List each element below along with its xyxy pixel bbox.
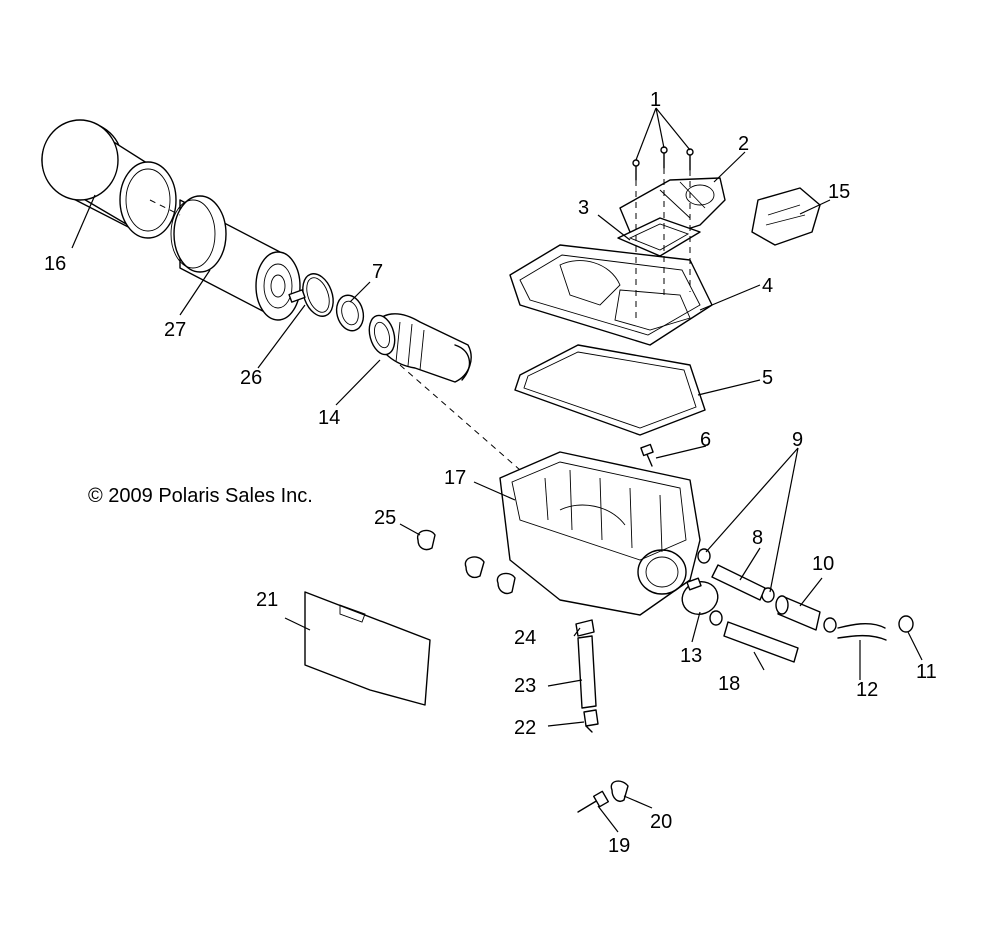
part-18-hose — [723, 621, 799, 663]
part-7-coupler-ring — [335, 294, 365, 332]
part-15-decal — [751, 187, 821, 246]
callout-16: 16 — [44, 253, 66, 275]
part-13-clamp — [681, 577, 719, 615]
part-20-clip — [610, 780, 629, 802]
callout-24: 24 — [514, 627, 536, 649]
callout-17: 17 — [444, 467, 466, 489]
part-9-fittings — [697, 548, 775, 626]
part-24-cap — [575, 619, 595, 637]
callout-14: 14 — [318, 407, 340, 429]
callout-22: 22 — [514, 717, 536, 739]
part-3-gasket — [617, 217, 701, 257]
part-22-fitting — [583, 709, 599, 733]
callout-7: 7 — [372, 261, 383, 283]
callout-9: 9 — [792, 429, 803, 451]
part-19-pin — [577, 790, 610, 813]
callout-19: 19 — [608, 835, 630, 857]
callout-13: 13 — [680, 645, 702, 667]
part-27-air-filter — [170, 195, 301, 321]
part-1-screws — [632, 146, 694, 181]
callout-12: 12 — [856, 679, 878, 701]
callout-4: 4 — [762, 275, 773, 297]
part-5-lid-seal — [514, 344, 706, 436]
callout-6: 6 — [700, 429, 711, 451]
callout-20: 20 — [650, 811, 672, 833]
callout-1: 1 — [650, 89, 661, 111]
part-8-hose — [711, 564, 766, 601]
callout-11: 11 — [916, 661, 937, 683]
part-6-bolt — [640, 443, 654, 467]
part-12-breather-hose — [837, 622, 887, 641]
part-11-cap — [898, 615, 914, 633]
callout-3: 3 — [578, 197, 589, 219]
part-17-airbox-body — [499, 451, 701, 616]
copyright-notice: © 2009 Polaris Sales Inc. — [88, 485, 313, 507]
leader-lines — [71, 107, 923, 833]
callout-15: 15 — [828, 181, 850, 203]
part-25-clips — [416, 529, 516, 595]
part-10-breather-filter — [775, 595, 837, 633]
callout-26: 26 — [240, 367, 262, 389]
callout-23: 23 — [514, 675, 536, 697]
part-23-drain-tube — [577, 635, 597, 709]
part-16-prefilter-sleeve — [41, 119, 177, 239]
callout-8: 8 — [752, 527, 763, 549]
part-14-intake-boot — [368, 313, 472, 383]
callout-27: 27 — [164, 319, 186, 341]
callout-10: 10 — [812, 553, 834, 575]
callout-2: 2 — [738, 133, 749, 155]
part-21-decal-panel — [304, 591, 431, 706]
part-26-hose-clamp — [288, 273, 334, 317]
callout-21: 21 — [256, 589, 278, 611]
callout-5: 5 — [762, 367, 773, 389]
callout-18: 18 — [718, 673, 740, 695]
callout-labels: 1 2 3 15 16 7 4 27 5 26 14 6 9 17 25 8 1… — [44, 89, 937, 857]
part-4-airbox-lid — [509, 168, 713, 346]
callout-25: 25 — [374, 507, 396, 529]
